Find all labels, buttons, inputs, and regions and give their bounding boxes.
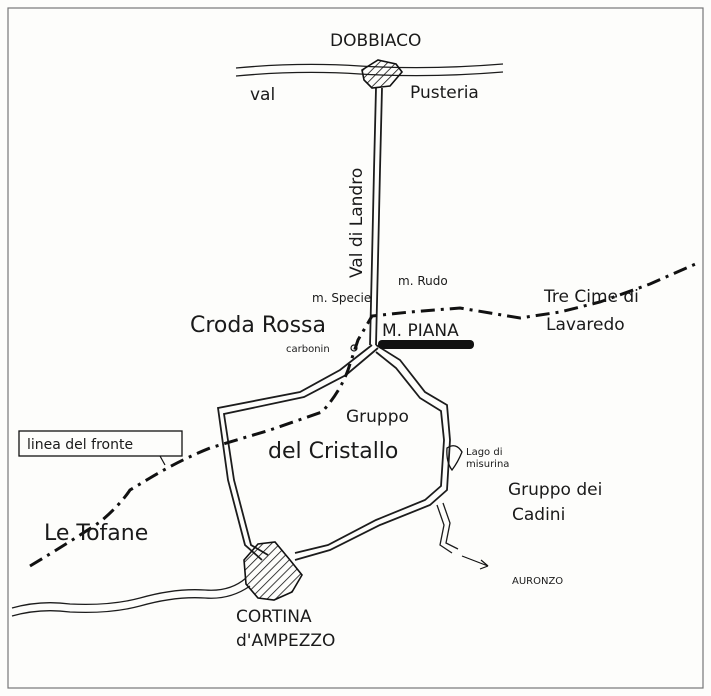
val-di-landro-road (369, 87, 383, 346)
label-cortina-2: d'AMPEZZO (236, 631, 335, 651)
label-carbonin: carbonin (286, 344, 330, 355)
carbonin-marker (350, 344, 358, 352)
legend-front-line-label: linea del fronte (27, 437, 133, 453)
label-le-tofane: Le Tofane (44, 521, 148, 546)
label-tre-cime-2: Lavaredo (546, 315, 625, 335)
label-pusteria: Pusteria (410, 83, 479, 103)
label-lago-2: misurina (466, 459, 509, 470)
label-dobbiaco: DOBBIACO (330, 31, 421, 51)
dobbiaco-town (361, 59, 404, 89)
label-croda-rossa: Croda Rossa (190, 313, 326, 338)
monte-piana-marker (378, 340, 474, 349)
label-m-specie: m. Specie (312, 291, 371, 305)
label-m-piana: M. PIANA (382, 321, 459, 341)
front-line (29, 260, 701, 568)
label-val: val (250, 85, 275, 105)
label-m-rudo: m. Rudo (398, 274, 448, 288)
map-border (7, 7, 704, 689)
lake-misurina (446, 445, 463, 472)
label-tre-cime-1: Tre Cime di (543, 287, 639, 307)
label-val-di-landro: Val di Landro (347, 168, 367, 278)
val-pusteria-road (235, 63, 504, 77)
label-cadini-1: Gruppo dei (508, 480, 602, 500)
cortina-town (243, 541, 303, 601)
boite-river (11, 577, 251, 617)
label-gruppo: Gruppo (346, 407, 409, 427)
label-auronzo: AURONZO (512, 576, 563, 587)
label-cadini-2: Cadini (512, 505, 565, 525)
legend-pointer (159, 455, 166, 466)
legend-box (18, 430, 183, 457)
label-lago-1: Lago di (466, 447, 502, 458)
label-del-cristallo: del Cristallo (268, 439, 398, 464)
road-auronzo (436, 502, 489, 570)
label-cortina-1: CORTINA (236, 607, 312, 627)
